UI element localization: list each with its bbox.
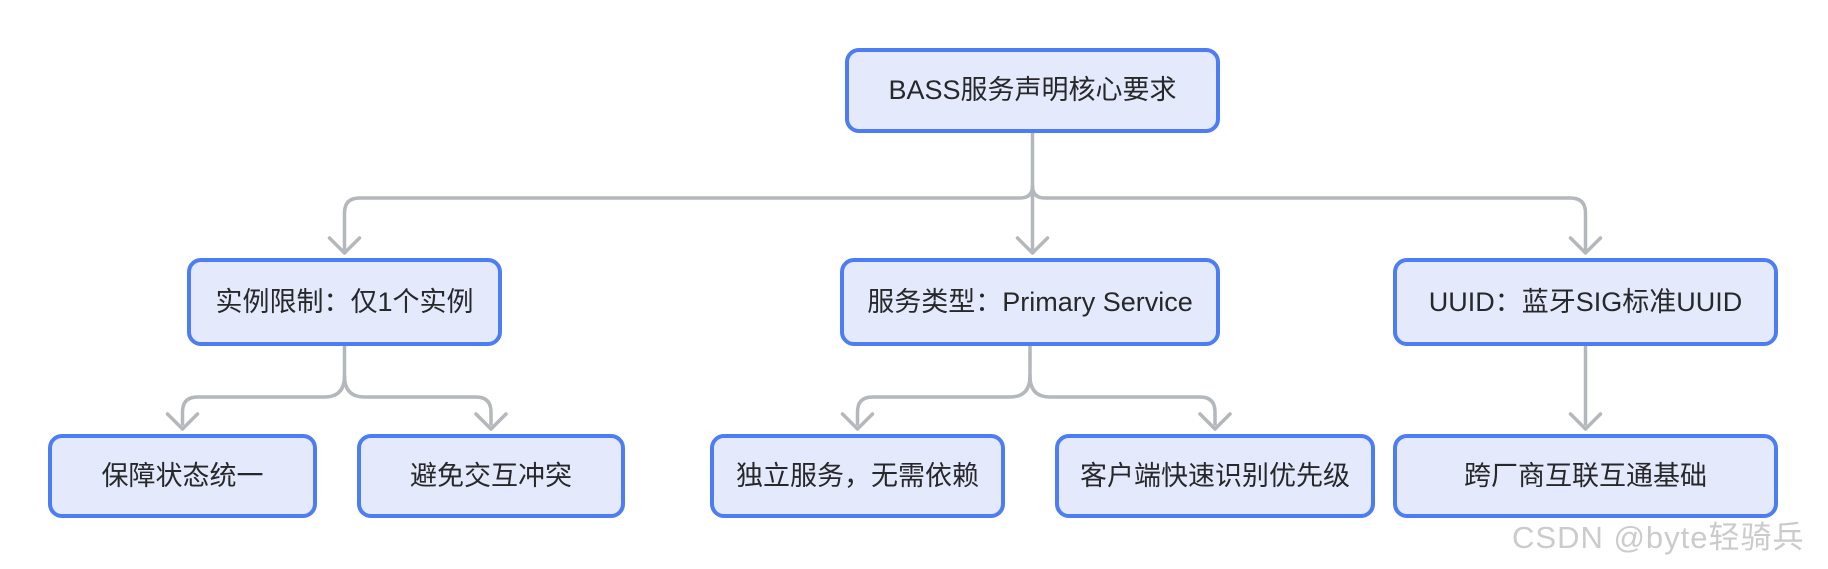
node-uuid-label: UUID：蓝牙SIG标准UUID	[1428, 286, 1743, 317]
edge-instance-limit-to-state-unify	[165, 344, 347, 431]
arrowhead-icon	[1198, 412, 1232, 431]
node-root-label: BASS服务声明核心要求	[888, 75, 1177, 105]
node-service-type: 服务类型：Primary Service	[840, 258, 1220, 346]
node-client-identify: 客户端快速识别优先级	[1055, 434, 1375, 518]
arrowhead-icon	[327, 236, 362, 255]
edge-service-type-to-client-identify	[1028, 374, 1232, 431]
node-avoid-conflict-label: 避免交互冲突	[410, 460, 572, 491]
node-instance-limit-label: 实例限制：仅1个实例	[215, 286, 474, 317]
arrowhead-icon	[840, 412, 875, 431]
node-independent-service: 独立服务，无需依赖	[710, 434, 1005, 518]
edge-root-to-uuid	[1030, 184, 1603, 255]
node-client-identify-label: 客户端快速识别优先级	[1080, 460, 1350, 491]
arrowhead-icon	[474, 412, 508, 431]
arrowhead-icon	[1568, 236, 1603, 255]
edge-uuid-to-cross-vendor	[1568, 344, 1603, 431]
edge-instance-limit-to-avoid-conflict	[342, 374, 508, 431]
node-service-type-label: 服务类型：Primary Service	[867, 286, 1193, 317]
node-instance-limit: 实例限制：仅1个实例	[187, 258, 502, 346]
node-avoid-conflict: 避免交互冲突	[357, 434, 625, 518]
csdn-watermark: CSDN @byte轻骑兵	[1512, 520, 1805, 555]
edge-root-to-service-type	[1015, 131, 1050, 255]
arrowhead-icon	[1015, 236, 1050, 255]
node-state-unify: 保障状态统一	[48, 434, 317, 518]
node-cross-vendor: 跨厂商互联互通基础	[1393, 434, 1778, 518]
node-cross-vendor-label: 跨厂商互联互通基础	[1464, 460, 1707, 491]
node-state-unify-label: 保障状态统一	[101, 460, 264, 491]
node-uuid: UUID：蓝牙SIG标准UUID	[1393, 258, 1778, 346]
arrowhead-icon	[1568, 412, 1603, 431]
arrowhead-icon	[165, 412, 200, 431]
node-root: BASS服务声明核心要求	[845, 48, 1220, 133]
edge-root-to-instance-limit	[327, 184, 1035, 255]
edge-service-type-to-independent	[840, 344, 1032, 431]
node-independent-service-label: 独立服务，无需依赖	[736, 460, 979, 491]
